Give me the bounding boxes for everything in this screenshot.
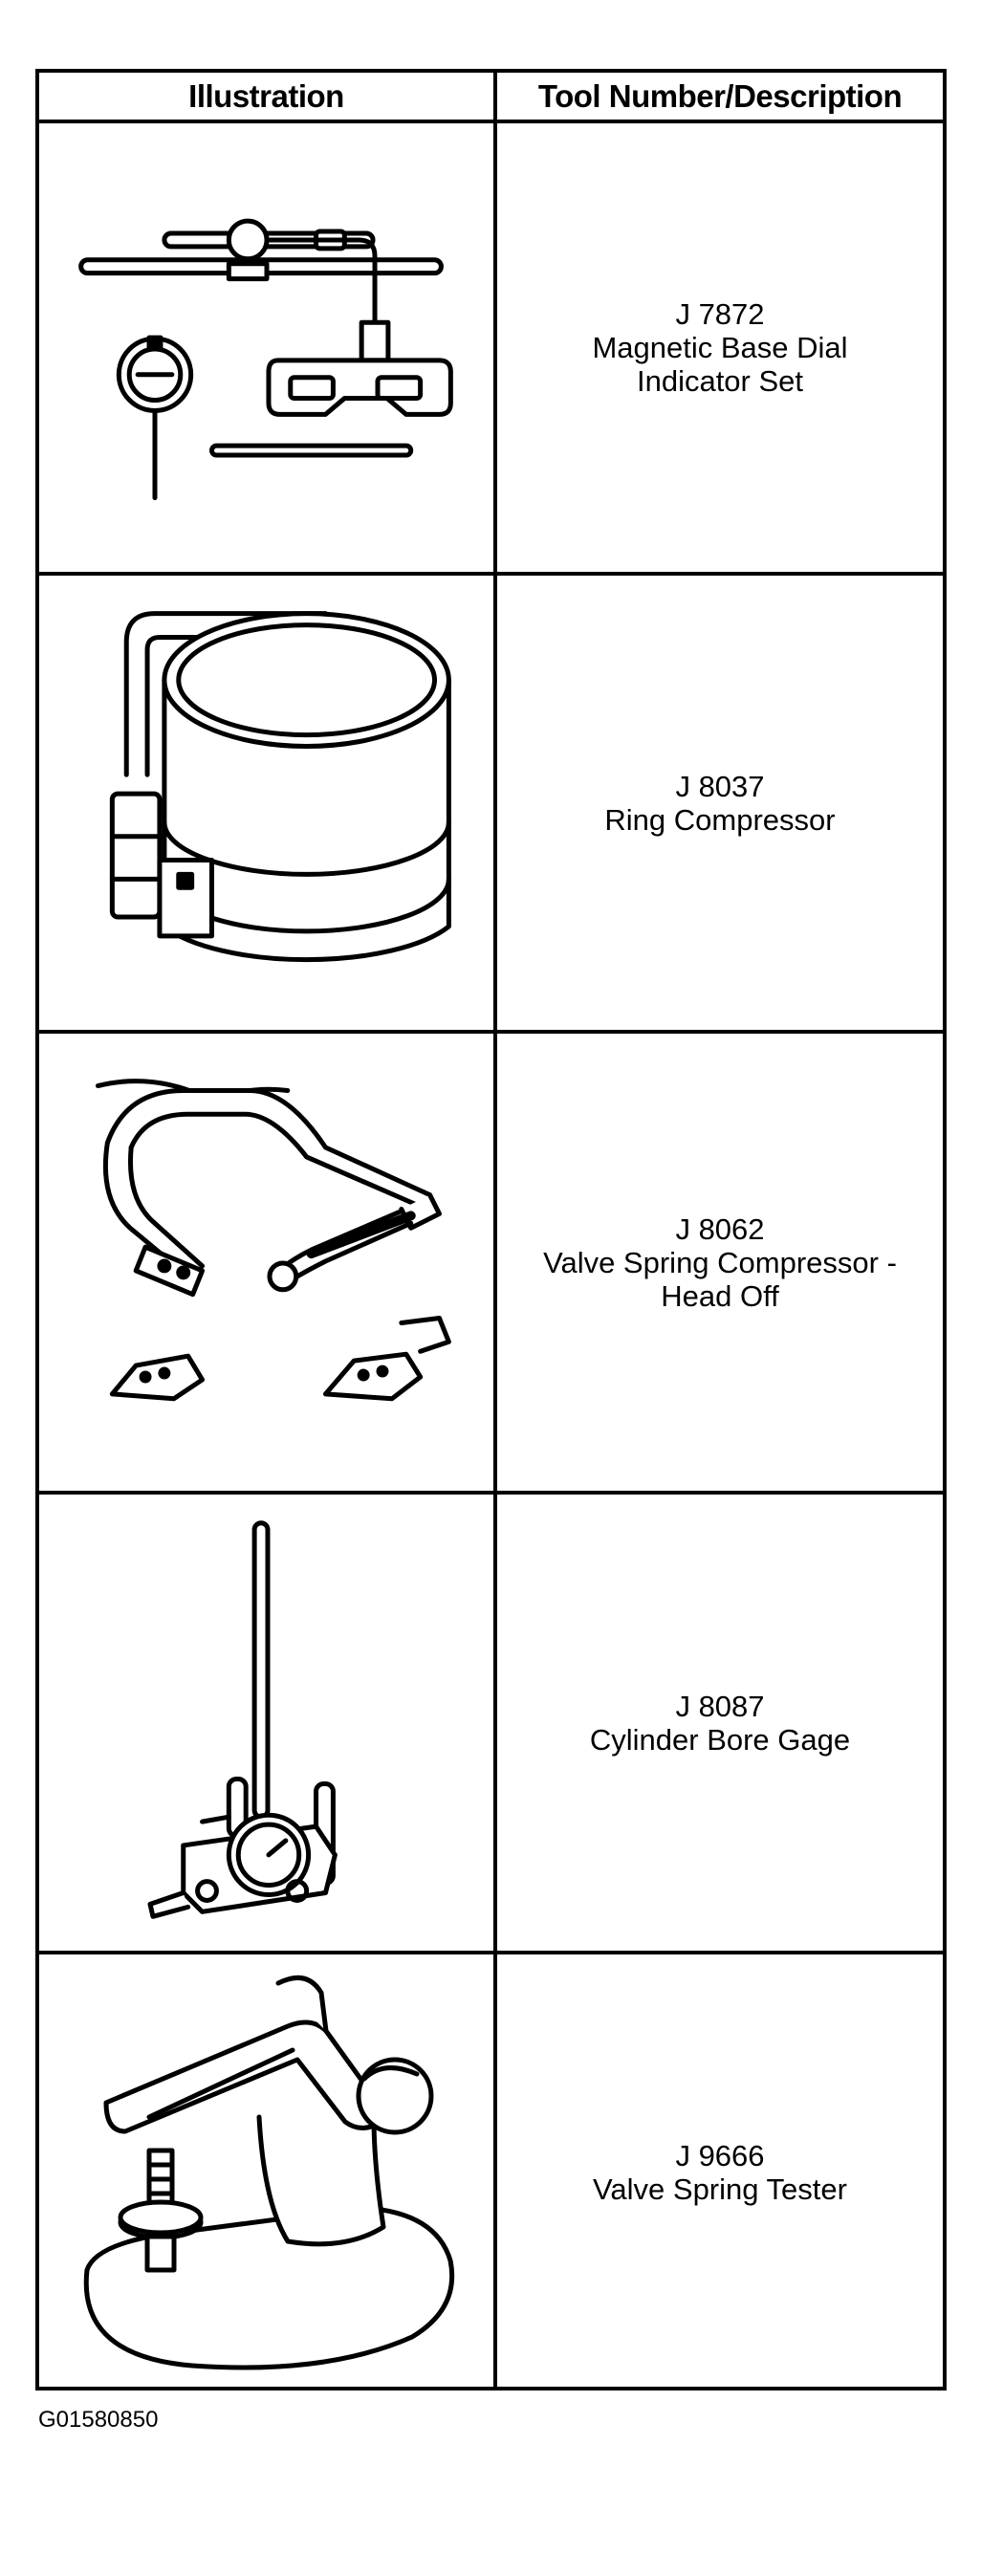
tool-description-cell: J 8062 Valve Spring Compressor - Head Of…: [497, 1034, 943, 1491]
tool-number: J 8087: [675, 1689, 765, 1723]
table-header-row: Illustration Tool Number/Description: [39, 73, 943, 123]
figure-code: G01580850: [38, 2407, 159, 2433]
tool-description-line: Valve Spring Tester: [593, 2172, 847, 2206]
table-row: J 8037 Ring Compressor: [39, 576, 943, 1034]
valve-spring-tester-icon: [39, 1954, 493, 2390]
column-divider: [493, 73, 497, 2387]
tool-description-line: Magnetic Base Dial: [592, 331, 848, 364]
tool-number: J 8062: [675, 1212, 765, 1246]
tool-number: J 9666: [675, 2139, 765, 2172]
tool-description-cell: J 7872 Magnetic Base Dial Indicator Set: [497, 123, 943, 572]
tool-description-cell: J 8037 Ring Compressor: [497, 576, 943, 1030]
header-tool-number-description: Tool Number/Description: [537, 78, 903, 114]
valve-spring-compressor-icon: [39, 1034, 493, 1491]
tool-number: J 8037: [675, 769, 765, 803]
table-row: J 7872 Magnetic Base Dial Indicator Set: [39, 123, 943, 576]
tool-description-line: Ring Compressor: [604, 802, 836, 837]
tool-description-line: Indicator Set: [636, 364, 804, 398]
dial-indicator-set-icon: [39, 123, 493, 572]
ring-compressor-icon: [39, 576, 493, 1030]
tool-description-line: Valve Spring Compressor -: [543, 1245, 897, 1279]
tool-description-cell: J 9666 Valve Spring Tester: [497, 1954, 943, 2390]
table-row: J 9666 Valve Spring Tester: [39, 1954, 943, 2390]
tool-description-line: Head Off: [661, 1278, 779, 1313]
tool-description-cell: J 8087 Cylinder Bore Gage: [497, 1495, 943, 1951]
table-row: J 8087 Cylinder Bore Gage: [39, 1495, 943, 1954]
special-tools-table: Illustration Tool Number/Description: [35, 69, 947, 2390]
header-illustration: Illustration: [188, 78, 344, 114]
cylinder-bore-gage-icon: [39, 1495, 493, 1951]
tool-number: J 7872: [675, 297, 765, 331]
table-row: J 8062 Valve Spring Compressor - Head Of…: [39, 1034, 943, 1495]
tool-description-line: Cylinder Bore Gage: [589, 1722, 851, 1757]
